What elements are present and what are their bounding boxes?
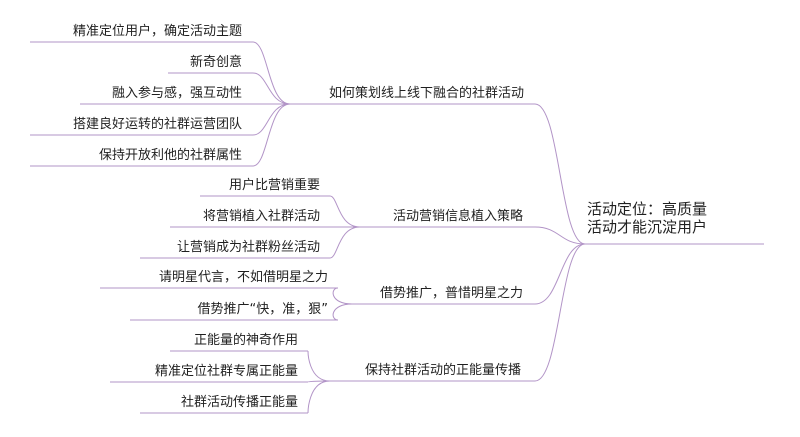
- branch-to-leaf-curve: [329, 226, 361, 259]
- branch-label[interactable]: 保持社群活动的正能量传播: [364, 363, 521, 378]
- branch-to-leaf-curve: [329, 195, 361, 228]
- root-to-branch-curve: [534, 243, 586, 305]
- branch-label[interactable]: 如何策划线上线下融合的社群活动: [328, 86, 524, 101]
- branch-to-leaf-curve: [252, 103, 291, 167]
- branch-label[interactable]: 活动营销信息植入策略: [392, 209, 523, 224]
- leaf-label[interactable]: 保持开放利他的社群属性: [98, 148, 242, 163]
- leaf-label[interactable]: 社群活动传播正能量: [180, 395, 298, 410]
- leaf-label[interactable]: 新奇创意: [189, 55, 242, 70]
- root-line: 活动才能沉淀用户: [587, 218, 708, 236]
- root-line: 活动定位：高质量: [587, 200, 708, 218]
- branch-to-leaf-curve: [307, 380, 331, 414]
- branch-to-leaf-curve: [307, 350, 331, 382]
- leaf-label[interactable]: 精准定位用户，确定活动主题: [72, 24, 242, 39]
- branch-to-leaf-curve: [332, 287, 353, 305]
- branch-to-leaf-curve: [252, 41, 291, 105]
- root-to-branch-curve: [534, 103, 586, 245]
- branch-to-leaf-curve: [252, 72, 291, 105]
- branch-to-leaf-curve: [332, 303, 353, 321]
- leaf-label[interactable]: 借势推广“快，准，狠”: [197, 302, 328, 317]
- branch-to-leaf-curve: [252, 103, 291, 136]
- leaf-label[interactable]: 搭建良好运转的社群运营团队: [72, 117, 242, 132]
- root-node[interactable]: 活动定位：高质量 活动才能沉淀用户: [587, 200, 707, 236]
- leaf-label[interactable]: 将营销植入社群活动: [202, 209, 320, 224]
- leaf-label[interactable]: 正能量的神奇作用: [193, 333, 298, 348]
- branch-to-leaf-curve: [307, 380, 331, 383]
- leaf-label[interactable]: 精准定位社群专属正能量: [154, 364, 298, 379]
- branch-label[interactable]: 借势推广，普惜明星之力: [379, 286, 523, 301]
- root-to-branch-curve: [534, 226, 586, 245]
- leaf-label[interactable]: 让营销成为社群粉丝活动: [176, 240, 320, 255]
- root-to-branch-curve: [534, 243, 586, 382]
- leaf-label[interactable]: 用户比营销重要: [228, 178, 320, 193]
- leaf-label[interactable]: 请明星代言，不如借明星之力: [158, 270, 328, 285]
- leaf-label[interactable]: 融入参与感，强互动性: [111, 86, 242, 101]
